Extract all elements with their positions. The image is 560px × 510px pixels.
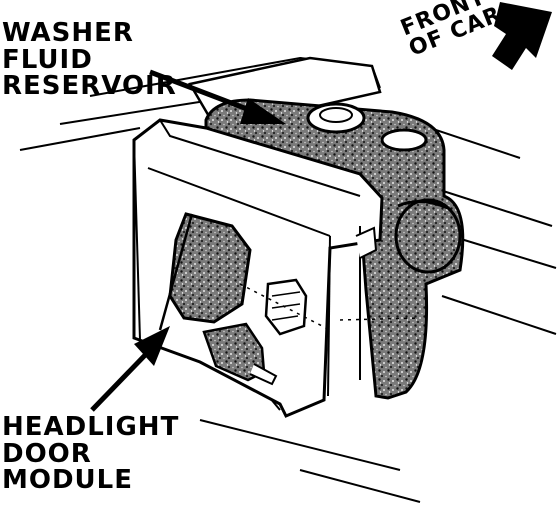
headlight-door-module	[158, 212, 252, 331]
reservoir-leader-arrow	[149, 69, 286, 124]
wiring-connector	[264, 278, 308, 336]
mounting-bracket	[132, 118, 384, 418]
front-direction-arrow	[492, 2, 552, 70]
harness-plug	[202, 322, 278, 386]
callout-line: WASHER	[2, 18, 134, 48]
reservoir-neck	[380, 128, 428, 152]
callout-line: HEADLIGHT	[2, 412, 180, 442]
callout-line: MODULE	[2, 465, 133, 496]
callout-line: FLUID	[2, 44, 93, 75]
washer-fluid-reservoir-label: WASHER FLUID RESERVOIR	[2, 20, 177, 100]
module-leader-arrow	[90, 326, 170, 412]
pump-motor	[394, 198, 462, 274]
headlight-door-module-label: HEADLIGHT DOOR MODULE	[2, 414, 179, 494]
hidden-lines	[239, 283, 421, 331]
callout-line: RESERVOIR	[2, 71, 177, 102]
callout-line: DOOR	[2, 438, 92, 469]
